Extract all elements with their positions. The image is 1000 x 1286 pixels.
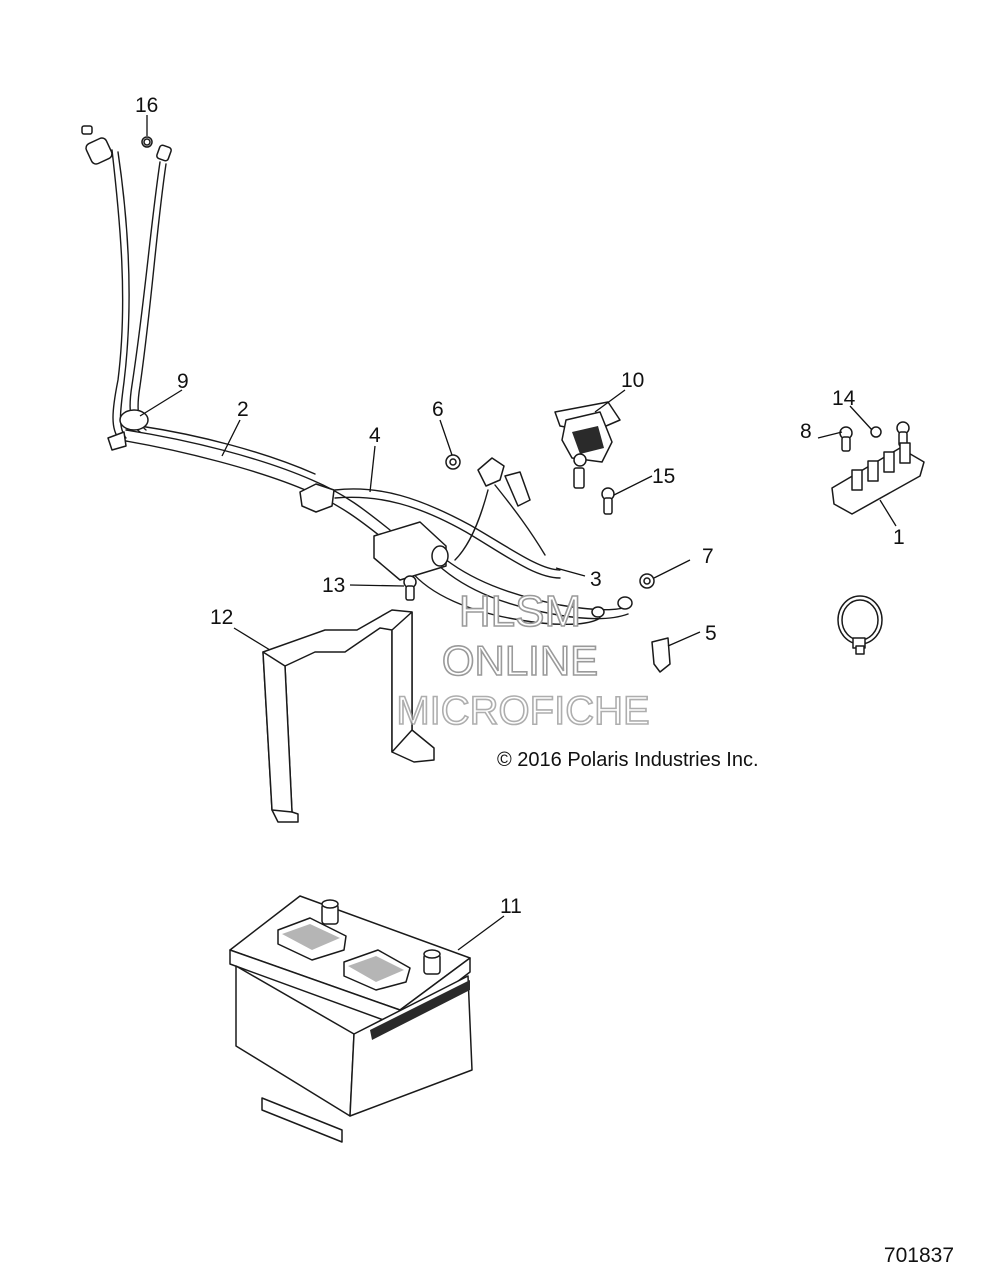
callout-labels: 1 2 3 4 5 6 7 8 9 10 11 12 13 14 15 16 <box>135 94 905 918</box>
callout-7: 7 <box>702 545 714 568</box>
callout-12: 12 <box>210 606 233 629</box>
callout-10: 10 <box>621 369 644 392</box>
watermark-line-2: ONLINE <box>442 637 598 684</box>
callout-14: 14 <box>832 387 856 410</box>
relay-part <box>554 401 621 489</box>
callout-11: 11 <box>500 895 522 918</box>
watermark-line-1: HLSM <box>459 587 581 636</box>
battery-part <box>229 895 473 1143</box>
callout-15: 15 <box>652 465 675 488</box>
hardware <box>143 138 910 673</box>
watermark-line-3: MICROFICHE <box>396 689 649 733</box>
callout-5: 5 <box>705 622 717 645</box>
callout-8: 8 <box>800 420 812 443</box>
battery-bracket-part <box>262 609 435 823</box>
callout-3: 3 <box>590 568 602 591</box>
hose-clamp-part <box>837 595 883 655</box>
callout-1: 1 <box>893 526 905 549</box>
terminal-block-part <box>831 442 925 515</box>
callout-16: 16 <box>135 94 158 117</box>
callout-13: 13 <box>322 574 345 597</box>
callout-9: 9 <box>177 370 189 393</box>
callout-6: 6 <box>432 398 444 421</box>
callout-4: 4 <box>369 424 381 447</box>
drawing-number: 701837 <box>884 1244 954 1267</box>
copyright-notice: © 2016 Polaris Industries Inc. <box>497 749 759 771</box>
callout-2: 2 <box>237 398 249 421</box>
battery-cable-harness <box>81 125 633 626</box>
leader-lines <box>139 115 897 951</box>
watermark: HLSM ONLINE MICROFICHE <box>396 586 651 734</box>
